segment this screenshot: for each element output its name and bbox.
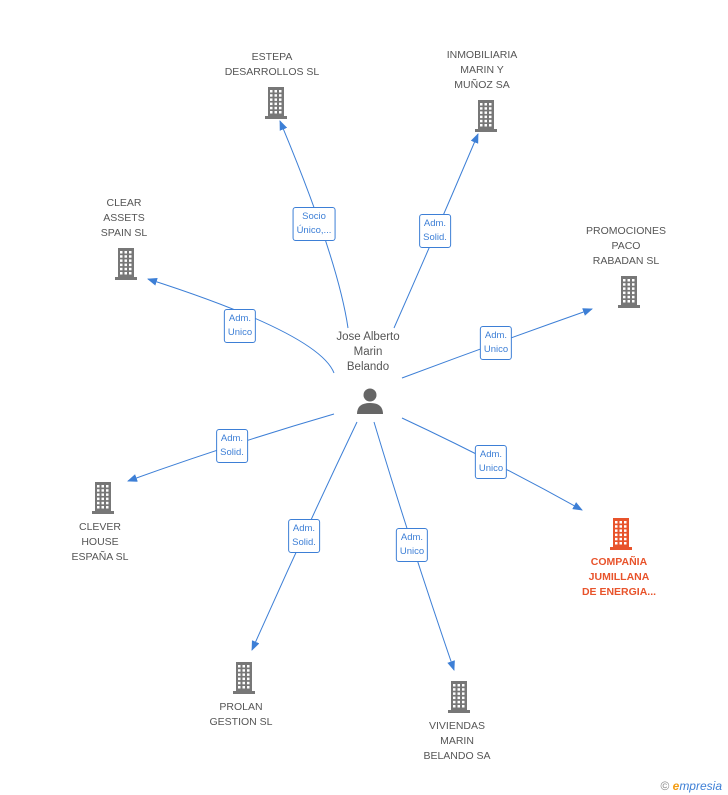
relation-label-inmobiliaria: Adm. Solid. — [419, 214, 451, 248]
brand-logo-text: mpresia — [679, 779, 722, 793]
brand-logo-initial: e — [672, 779, 680, 793]
person-name[interactable]: Jose Alberto Marin Belando — [336, 331, 400, 373]
relation-label-clever: Adm. Solid. — [216, 429, 248, 463]
person-icon[interactable] — [357, 388, 383, 415]
company-name-clear[interactable]: CLEAR ASSETS SPAIN SL — [100, 197, 148, 239]
relation-label-prolan: Adm. Solid. — [288, 519, 320, 553]
company-name-viviendas[interactable]: VIVIENDAS MARIN BELANDO SA — [423, 720, 491, 762]
viviendas-building-icon[interactable] — [448, 681, 470, 713]
edge-estepa — [279, 120, 349, 329]
inmobiliaria-building-icon[interactable] — [475, 100, 497, 132]
company-name-clever[interactable]: CLEVER HOUSE ESPAÑA SL — [71, 521, 129, 563]
company-name-estepa[interactable]: ESTEPA DESARROLLOS SL — [224, 51, 320, 78]
company-name-compania[interactable]: COMPAÑIA JUMILLANA DE ENERGIA... — [581, 556, 657, 598]
relation-label-clear: Adm. Unico — [223, 309, 257, 343]
clear-building-icon[interactable] — [115, 248, 137, 280]
prolan-building-icon[interactable] — [233, 662, 255, 694]
company-name-prolan[interactable]: PROLAN GESTION SL — [209, 701, 273, 728]
promociones-building-icon[interactable] — [618, 276, 640, 308]
edge-clear — [147, 277, 335, 374]
relation-label-promociones: Adm. Unico — [479, 326, 513, 360]
relation-label-viviendas: Adm. Unico — [395, 528, 429, 562]
copyright-icon: © — [660, 779, 670, 793]
clever-building-icon[interactable] — [92, 482, 114, 514]
estepa-building-icon[interactable] — [265, 87, 287, 119]
relation-label-estepa: Socio Único,... — [292, 207, 336, 241]
brand-footer[interactable]: © empresia — [660, 779, 722, 793]
company-name-inmobiliaria[interactable]: INMOBILIARIA MARIN Y MUÑOZ SA — [446, 49, 518, 91]
compania-building-icon[interactable] — [610, 518, 632, 550]
company-name-promociones[interactable]: PROMOCIONES PACO RABADAN SL — [586, 225, 666, 267]
relation-label-compania: Adm. Unico — [474, 445, 508, 479]
